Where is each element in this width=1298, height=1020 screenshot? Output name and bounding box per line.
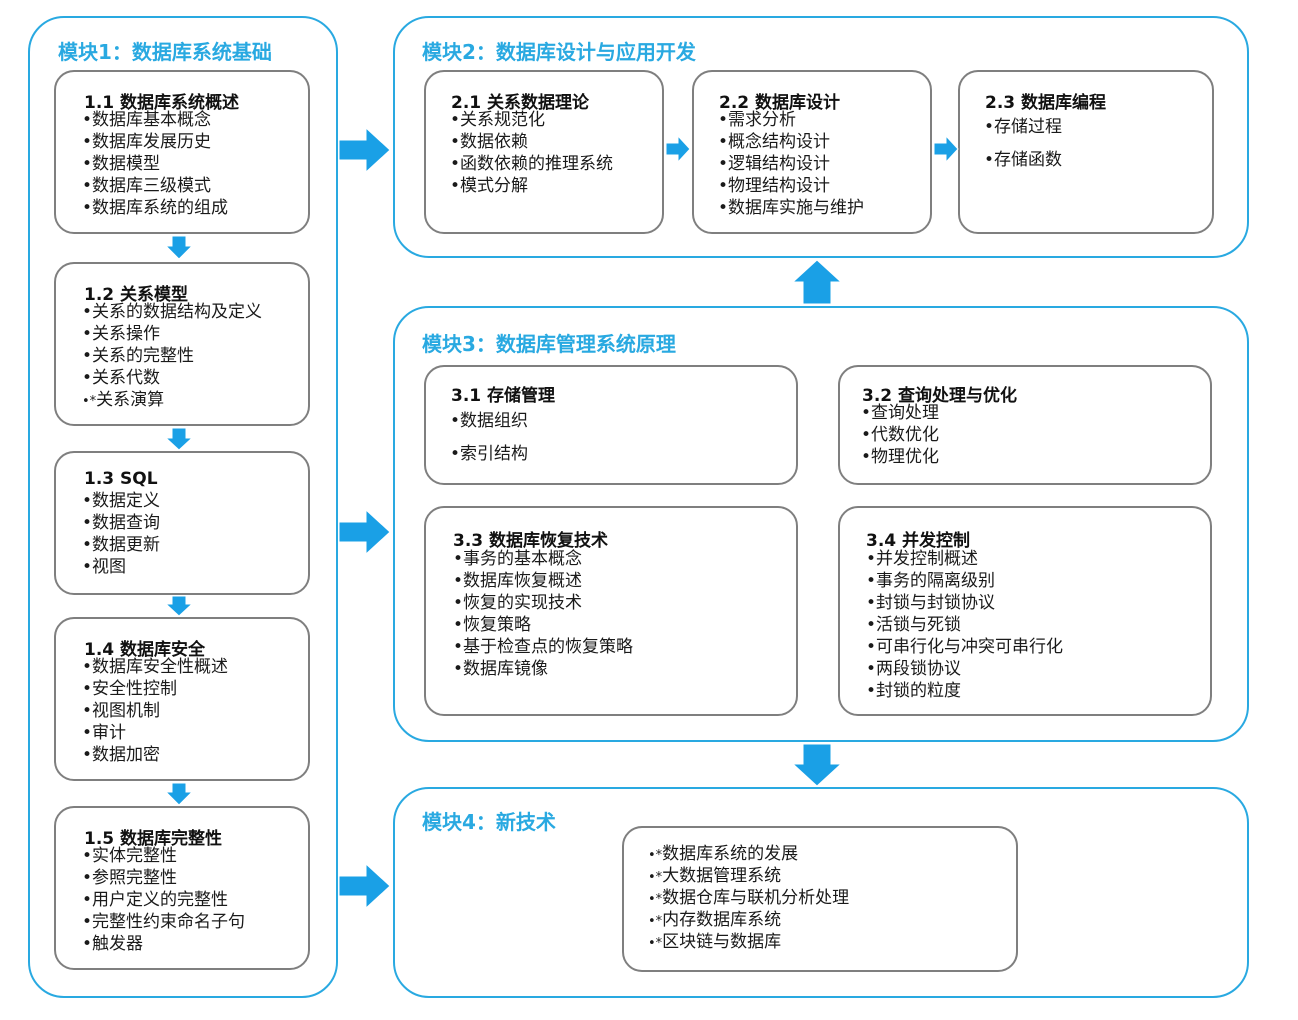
list-item: 用户定义的完整性 (82, 889, 245, 911)
card-1-4-title: 1.4 数据库安全 (84, 640, 206, 660)
card-1-3-title: 1.3 SQL (84, 469, 158, 489)
list-item: 审计 (82, 722, 228, 744)
list-item: 数据库安全性概述 (82, 656, 228, 678)
list-item: 大数据管理系统 (648, 865, 849, 887)
card-1-5-title: 1.5 数据库完整性 (84, 829, 223, 849)
list-item: 封锁的粒度 (866, 680, 1063, 702)
list-item: 数据库系统的发展 (648, 843, 849, 865)
list-item: 数据库恢复概述 (453, 570, 633, 592)
list-item: 数据更新 (82, 534, 160, 556)
card-1-2-list: 关系的数据结构及定义关系操作关系的完整性关系代数关系演算 (82, 301, 262, 411)
list-item: 概念结构设计 (718, 131, 864, 153)
card-2-1-title: 2.1 关系数据理论 (451, 93, 590, 113)
card-3-4-title: 3.4 并发控制 (866, 531, 971, 551)
list-item: 基于检查点的恢复策略 (453, 636, 633, 658)
card-2-2-title: 2.2 数据库设计 (719, 93, 841, 113)
card-1-2-title: 1.2 关系模型 (84, 285, 189, 305)
list-item: 并发控制概述 (866, 548, 1063, 570)
card-1-5-list: 实体完整性参照完整性用户定义的完整性完整性约束命名子句触发器 (82, 845, 245, 955)
list-item: 数据查询 (82, 512, 160, 534)
card-1-1-title: 1.1 数据库系统概述 (84, 93, 240, 113)
list-item: 物理结构设计 (718, 175, 864, 197)
card-2-3-list: 存储过程存储函数 (984, 111, 1062, 177)
list-item: 实体完整性 (82, 845, 245, 867)
list-item: 区块链与数据库 (648, 931, 849, 953)
list-item: 数据模型 (82, 153, 228, 175)
list-item: 存储函数 (984, 144, 1062, 177)
card-4-list: 数据库系统的发展大数据管理系统数据仓库与联机分析处理内存数据库系统区块链与数据库 (648, 843, 849, 953)
list-item: 事务的基本概念 (453, 548, 633, 570)
list-item: 恢复策略 (453, 614, 633, 636)
list-item: 封锁与封锁协议 (866, 592, 1063, 614)
list-item: 逻辑结构设计 (718, 153, 864, 175)
card-3-1-title: 3.1 存储管理 (451, 386, 556, 406)
list-item: 关系代数 (82, 367, 262, 389)
list-item: 函数依赖的推理系统 (450, 153, 613, 175)
list-item: 需求分析 (718, 109, 864, 131)
list-item: 活锁与死锁 (866, 614, 1063, 636)
module-2-title: 模块2：数据库设计与应用开发 (422, 40, 696, 64)
arrow-2-2-to-2-3 (933, 134, 959, 164)
list-item: 关系演算 (82, 389, 262, 411)
card-1-4-list: 数据库安全性概述安全性控制视图机制审计数据加密 (82, 656, 228, 766)
list-item: 关系规范化 (450, 109, 613, 131)
list-item: 数据库三级模式 (82, 175, 228, 197)
list-item: 数据库系统的组成 (82, 197, 228, 219)
list-item: 视图机制 (82, 700, 228, 722)
list-item: 数据依赖 (450, 131, 613, 153)
list-item: 查询处理 (861, 402, 939, 424)
module-1-title: 模块1：数据库系统基础 (58, 40, 272, 64)
arrow-module3-to-module4 (791, 743, 843, 787)
card-3-2-list: 查询处理代数优化物理优化 (861, 402, 939, 468)
list-item: 数据加密 (82, 744, 228, 766)
list-item: 恢复的实现技术 (453, 592, 633, 614)
list-item: 视图 (82, 556, 160, 578)
list-item: 模式分解 (450, 175, 613, 197)
list-item: 两段锁协议 (866, 658, 1063, 680)
list-item: 关系操作 (82, 323, 262, 345)
arrow-module1-to-module2 (338, 126, 391, 174)
list-item: 数据组织 (450, 405, 528, 438)
list-item: 参照完整性 (82, 867, 245, 889)
card-1-1-list: 数据库基本概念数据库发展历史数据模型数据库三级模式数据库系统的组成 (82, 109, 228, 219)
list-item: 关系的完整性 (82, 345, 262, 367)
module-4-title: 模块4：新技术 (422, 810, 556, 834)
arrow-module1-to-module4 (338, 862, 391, 910)
list-item: 数据仓库与联机分析处理 (648, 887, 849, 909)
card-3-2-title: 3.2 查询处理与优化 (862, 386, 1018, 406)
card-2-1-list: 关系规范化数据依赖函数依赖的推理系统模式分解 (450, 109, 613, 197)
list-item: 事务的隔离级别 (866, 570, 1063, 592)
arrow-1-2-to-1-3 (164, 427, 194, 451)
arrow-1-3-to-1-4 (164, 595, 194, 617)
list-item: 安全性控制 (82, 678, 228, 700)
card-2-3-title: 2.3 数据库编程 (985, 93, 1107, 113)
list-item: 数据库基本概念 (82, 109, 228, 131)
card-3-1-list: 数据组织索引结构 (450, 405, 528, 471)
card-3-4-list: 并发控制概述事务的隔离级别封锁与封锁协议活锁与死锁可串行化与冲突可串行化两段锁协… (866, 548, 1063, 702)
card-3-3-list: 事务的基本概念数据库恢复概述恢复的实现技术恢复策略基于检查点的恢复策略数据库镜像 (453, 548, 633, 680)
list-item: 数据定义 (82, 490, 160, 512)
list-item: 索引结构 (450, 438, 528, 471)
arrow-module1-to-module3 (338, 508, 391, 556)
list-item: 物理优化 (861, 446, 939, 468)
list-item: 数据库实施与维护 (718, 197, 864, 219)
module-3-title: 模块3：数据库管理系统原理 (422, 332, 676, 356)
list-item: 代数优化 (861, 424, 939, 446)
list-item: 数据库发展历史 (82, 131, 228, 153)
card-3-3-title: 3.3 数据库恢复技术 (453, 531, 609, 551)
arrow-2-1-to-2-2 (665, 134, 691, 164)
list-item: 内存数据库系统 (648, 909, 849, 931)
list-item: 触发器 (82, 933, 245, 955)
list-item: 可串行化与冲突可串行化 (866, 636, 1063, 658)
arrow-module3-to-module2 (791, 259, 843, 305)
list-item: 存储过程 (984, 111, 1062, 144)
card-1-3-list: 数据定义数据查询数据更新视图 (82, 490, 160, 578)
list-item: 关系的数据结构及定义 (82, 301, 262, 323)
card-2-2-list: 需求分析概念结构设计逻辑结构设计物理结构设计数据库实施与维护 (718, 109, 864, 219)
arrow-1-1-to-1-2 (164, 235, 194, 260)
list-item: 完整性约束命名子句 (82, 911, 245, 933)
list-item: 数据库镜像 (453, 658, 633, 680)
arrow-1-4-to-1-5 (164, 782, 194, 806)
